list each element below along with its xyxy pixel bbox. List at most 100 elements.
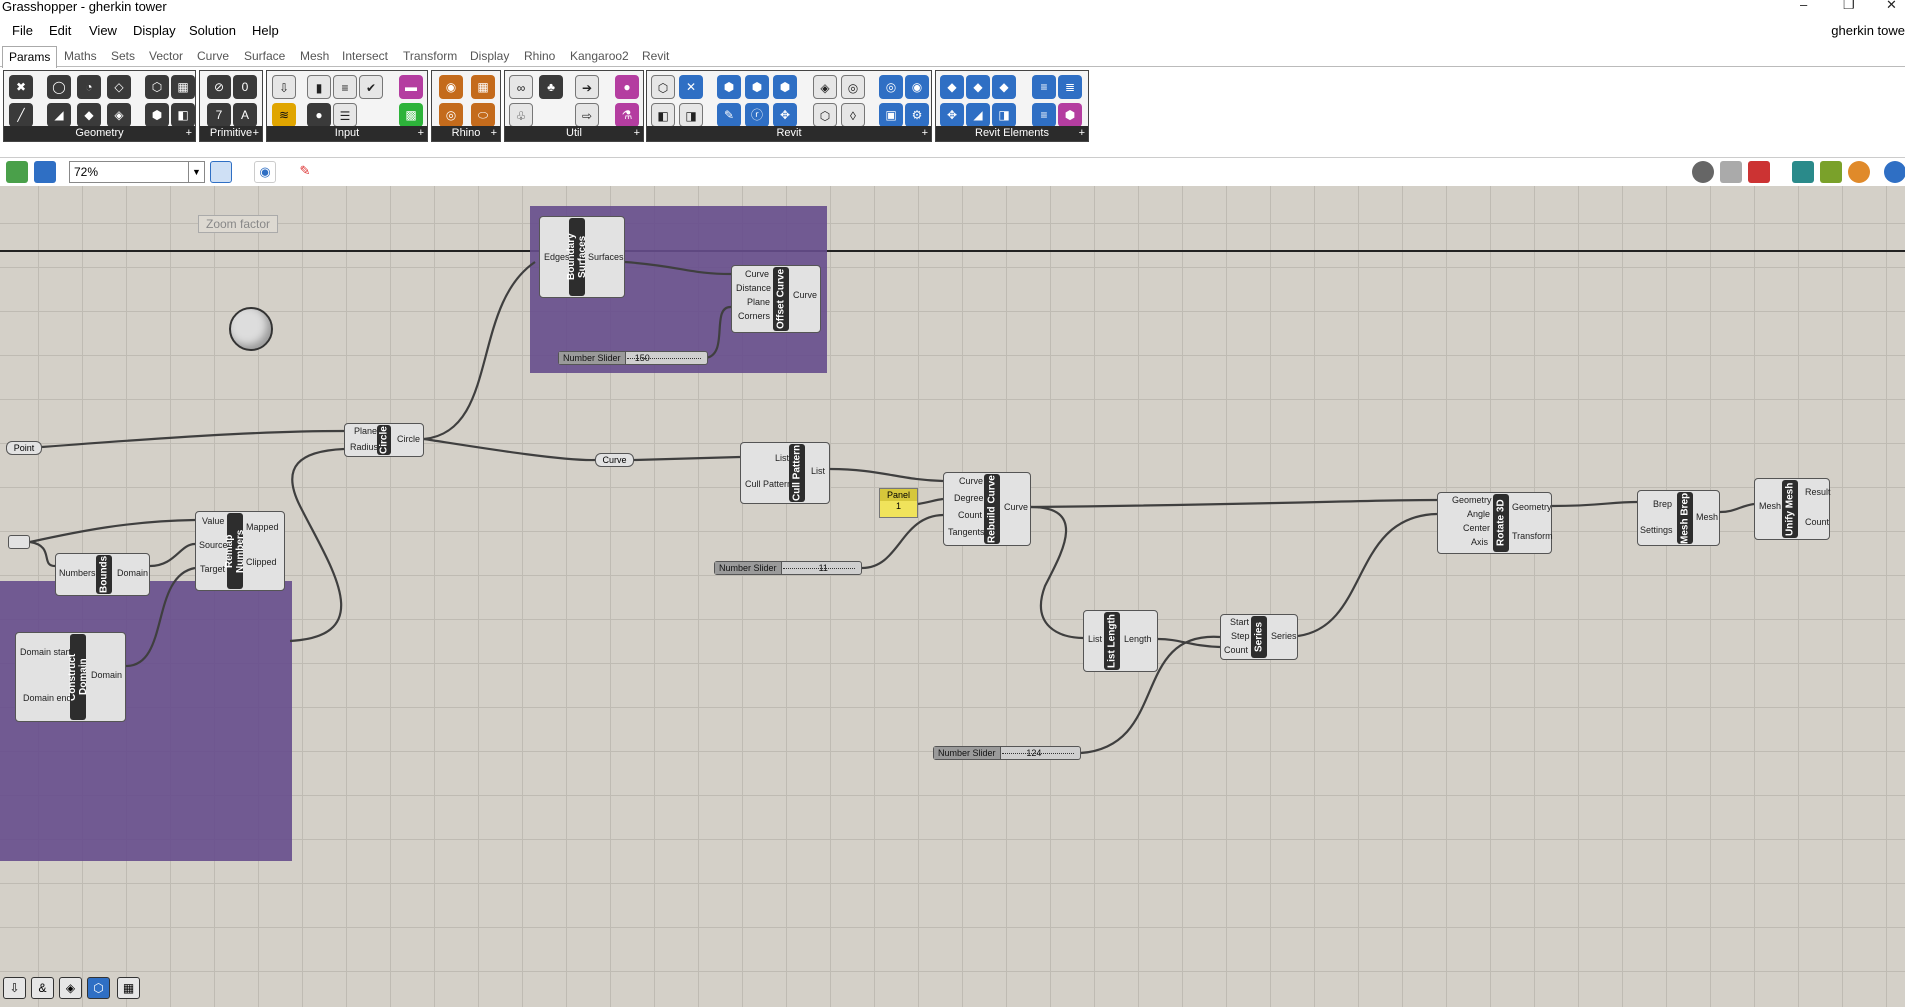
import-icon[interactable]: ⇩ [272, 75, 296, 99]
menu-solution[interactable]: Solution [189, 23, 236, 38]
box-param-icon[interactable]: ⬢ [145, 103, 169, 127]
menu-help[interactable]: Help [252, 23, 279, 38]
close-button[interactable]: ✕ [1886, 0, 1897, 12]
menu-view[interactable]: View [89, 23, 117, 38]
series-component[interactable]: Series Start Step Count Series [1220, 614, 1298, 660]
restore-button[interactable]: ❐ [1843, 0, 1855, 12]
revit-column-icon[interactable]: ✥ [940, 103, 964, 127]
display-mode-2-icon[interactable] [1820, 161, 1842, 183]
circle-param-icon[interactable]: ◯ [47, 75, 71, 99]
glasses-icon[interactable]: ∞ [509, 75, 533, 99]
potion-icon[interactable]: ● [615, 75, 639, 99]
canvas-tool-5-icon[interactable]: ▦ [117, 977, 140, 999]
tab-curve[interactable]: Curve [197, 49, 230, 63]
revit-level-icon[interactable]: ≡ [1032, 75, 1056, 99]
revit-cube-icon[interactable]: ◧ [651, 103, 675, 127]
list-length-component[interactable]: List Length List Length [1083, 610, 1158, 672]
revit-info-icon[interactable]: ⓡ [745, 103, 769, 127]
revit-solid-icon[interactable]: ⬡ [813, 103, 837, 127]
revit-door-icon[interactable]: ◨ [992, 103, 1016, 127]
arrow-outline-icon[interactable]: ⇨ [575, 103, 599, 127]
tab-intersect[interactable]: Intersect [342, 49, 389, 63]
offset-curve-component[interactable]: Offset Curve Curve Distance Plane Corner… [731, 265, 821, 333]
text-param-icon[interactable]: A [233, 103, 257, 127]
slider-value[interactable]: 150 [634, 353, 650, 363]
mesh-grid-icon[interactable]: ▦ [471, 75, 495, 99]
revit-shape-icon[interactable]: ⬢ [1058, 103, 1082, 127]
zoom-select[interactable]: 72%▼ [69, 161, 205, 183]
chevron-down-icon[interactable]: ▼ [188, 162, 204, 182]
revit-move-icon[interactable]: ✥ [773, 103, 797, 127]
input-param[interactable] [8, 535, 30, 549]
minimize-button[interactable]: – [1800, 0, 1808, 12]
revit-category-icon[interactable]: ◎ [841, 75, 865, 99]
remap-numbers-component[interactable]: Remap Numbers Value Source Target Mapped… [195, 511, 285, 591]
open-file-icon[interactable] [6, 161, 28, 183]
expand-icon[interactable]: + [633, 127, 640, 139]
sketch-icon[interactable]: ✎ [294, 161, 316, 183]
arrow-right-icon[interactable]: ➔ [575, 75, 599, 99]
surface-param-icon[interactable]: ◈ [107, 103, 131, 127]
expand-icon[interactable]: + [417, 127, 424, 139]
save-icon[interactable] [34, 161, 56, 183]
expand-icon[interactable]: + [921, 127, 928, 139]
bake-icon[interactable]: ◉ [439, 75, 463, 99]
panel-content[interactable]: 1 [895, 501, 901, 511]
revit-stair-icon[interactable]: ≡ [1032, 103, 1056, 127]
tab-sets[interactable]: Sets [111, 49, 136, 63]
gradient-icon[interactable]: ▬ [399, 75, 423, 99]
tree-icon[interactable]: ♣ [539, 75, 563, 99]
revit-select-icon[interactable]: ◉ [905, 75, 929, 99]
revit-element-icon[interactable]: ⬡ [651, 75, 675, 99]
ring-icon[interactable]: ◎ [439, 103, 463, 127]
display-mode-1-icon[interactable] [1792, 161, 1814, 183]
preview-shaded-icon[interactable] [1720, 161, 1742, 183]
canvas-tool-3-icon[interactable]: ◈ [59, 977, 82, 999]
revit-excel-icon[interactable]: ✕ [679, 75, 703, 99]
revit-wall-icon[interactable]: ◆ [966, 75, 990, 99]
bounds-component[interactable]: Bounds Numbers Domain [55, 553, 150, 596]
revit-beam-icon[interactable]: ◢ [966, 103, 990, 127]
slider-value[interactable]: 11 [818, 563, 828, 573]
tab-vector[interactable]: Vector [149, 49, 184, 63]
circle-component[interactable]: Circle Plane Radius Circle [344, 423, 424, 457]
revit-instance-icon[interactable]: ⬢ [773, 75, 797, 99]
checkbox-icon[interactable]: ✔ [359, 75, 383, 99]
tab-mesh[interactable]: Mesh [300, 49, 330, 63]
slider-value[interactable]: 124 [1026, 748, 1042, 758]
canvas-tool-1-icon[interactable]: ⇩ [3, 977, 26, 999]
mesh-brep-component[interactable]: Mesh Brep Brep Settings Mesh [1637, 490, 1720, 546]
number-slider-11[interactable]: Number Slider 11 [714, 561, 862, 575]
revit-gear-icon[interactable]: ⚙ [905, 103, 929, 127]
zoom-extents-icon[interactable] [210, 161, 232, 183]
knob-icon[interactable]: ● [307, 103, 331, 127]
value-list-icon[interactable]: ☰ [333, 103, 357, 127]
line-param-icon[interactable]: ╱ [9, 103, 33, 127]
graph-canvas[interactable]: Zoom factor [0, 186, 1905, 1007]
revit-floor-icon[interactable]: ◆ [940, 75, 964, 99]
field-param-icon[interactable]: ◧ [171, 103, 195, 127]
revit-grid-icon[interactable]: ≣ [1058, 75, 1082, 99]
tab-display[interactable]: Display [470, 49, 510, 63]
menu-file[interactable]: File [12, 23, 33, 38]
expand-icon[interactable]: + [252, 127, 259, 139]
number-slider-150[interactable]: Number Slider 150 [558, 351, 708, 365]
arc-param-icon[interactable]: ◔ [77, 75, 101, 99]
revit-type-icon[interactable]: ⬢ [745, 75, 769, 99]
matrix-icon[interactable]: ▩ [399, 103, 423, 127]
boolean-param-icon[interactable]: ⊘ [207, 75, 231, 99]
revit-box-icon[interactable]: ◨ [679, 103, 703, 127]
display-mode-4-icon[interactable] [1884, 161, 1905, 183]
preview-eye-icon[interactable]: ◉ [254, 161, 276, 183]
mesh-param-icon[interactable]: ▦ [171, 75, 195, 99]
unify-mesh-component[interactable]: Unify Mesh Mesh Result Count [1754, 478, 1831, 540]
toggle-icon[interactable]: ▮ [307, 75, 331, 99]
rebuild-curve-component[interactable]: Rebuild Curve Curve Degree Count Tangent… [943, 472, 1031, 546]
canvas-tool-4-icon[interactable]: ⬡ [87, 977, 110, 999]
geometry-param-icon[interactable]: ✖ [9, 75, 33, 99]
tab-maths[interactable]: Maths [64, 49, 97, 63]
revit-plane-icon[interactable]: ◊ [841, 103, 865, 127]
flask-icon[interactable]: ⚗ [615, 103, 639, 127]
tab-revit[interactable]: Revit [642, 49, 670, 63]
tab-transform[interactable]: Transform [403, 49, 458, 63]
